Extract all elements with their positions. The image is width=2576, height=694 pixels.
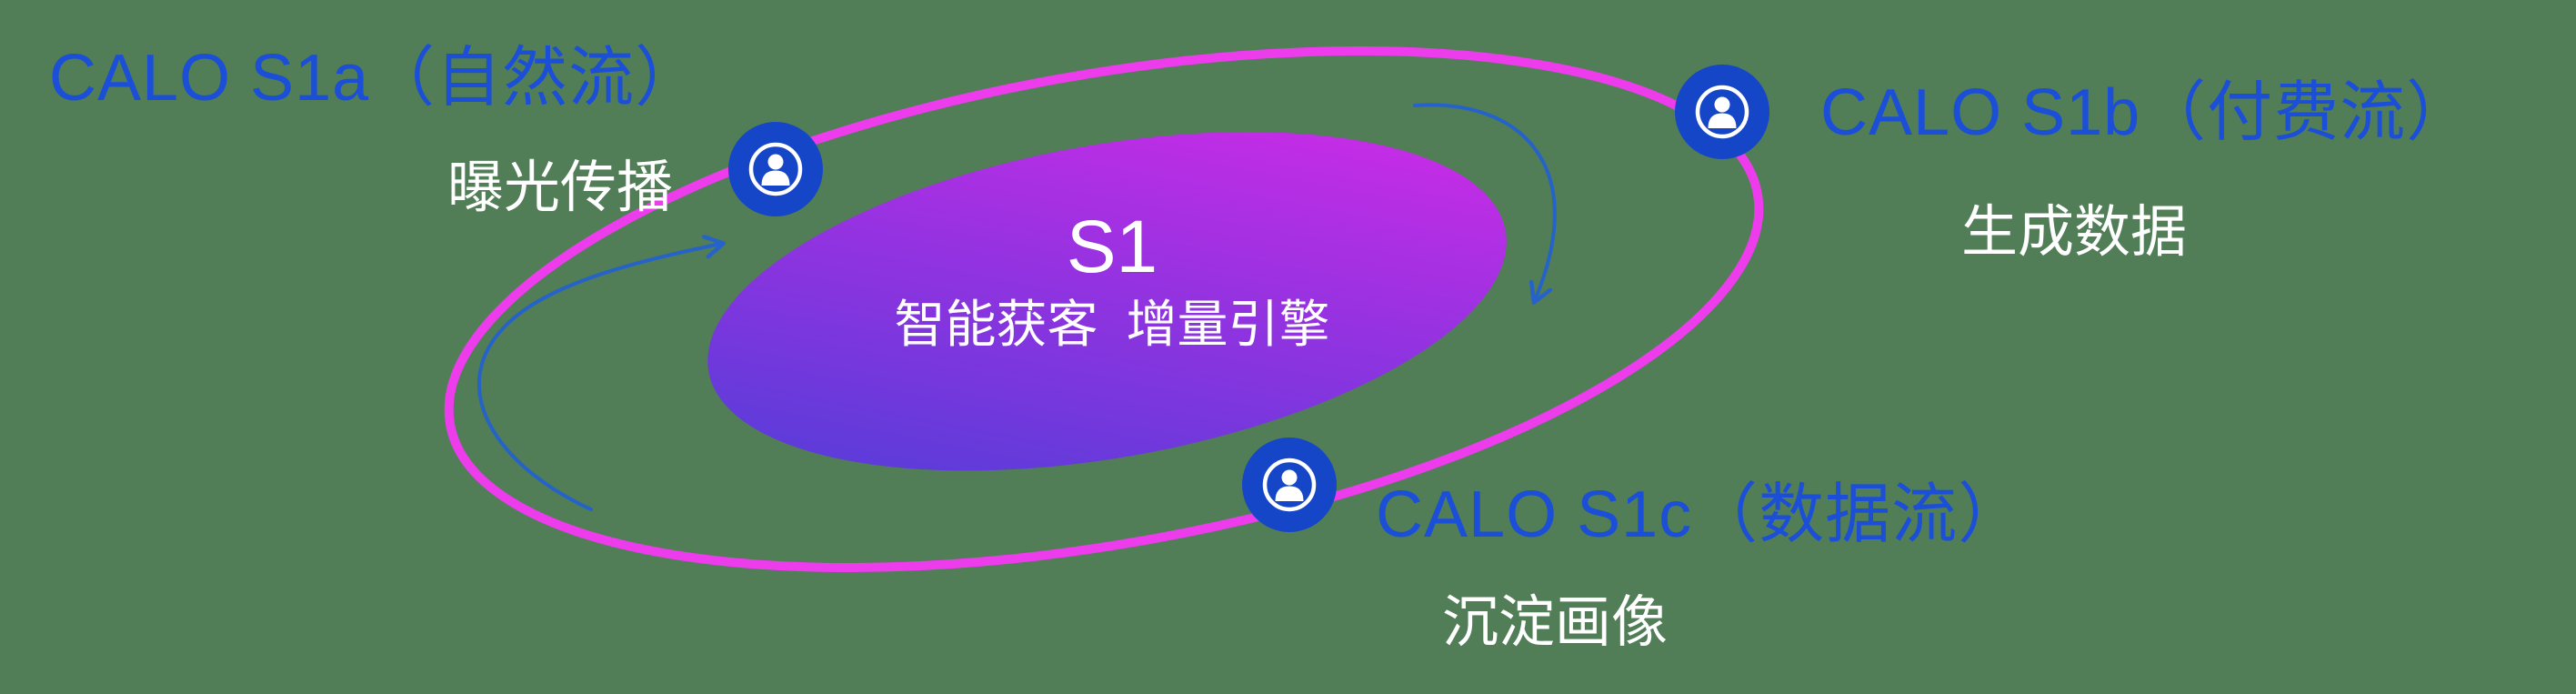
flow-arrow-right bbox=[1413, 103, 1557, 305]
label-s1b-title: CALO S1b（付费流） bbox=[1820, 76, 2473, 149]
label-s1a-subtitle: 曝光传播 bbox=[446, 156, 674, 219]
core-subtitle: 智能获客 增量引擎 bbox=[894, 296, 1330, 353]
label-s1b-subtitle: 生成数据 bbox=[1960, 201, 2188, 264]
core-title: S1 bbox=[1066, 206, 1158, 288]
core-ellipse bbox=[707, 132, 1507, 471]
label-s1c-subtitle: 沉淀画像 bbox=[1441, 591, 1669, 654]
orbit-ring bbox=[444, 46, 1764, 572]
orbit-node-s1c bbox=[1242, 438, 1337, 532]
orbit-node-s1a bbox=[728, 122, 823, 216]
label-s1c-title: CALO S1c（数据流） bbox=[1376, 478, 2025, 551]
flow-arrow-left bbox=[477, 235, 726, 511]
label-s1a-title: CALO S1a（自然流） bbox=[49, 42, 702, 115]
orbit-node-s1b bbox=[1675, 65, 1769, 159]
